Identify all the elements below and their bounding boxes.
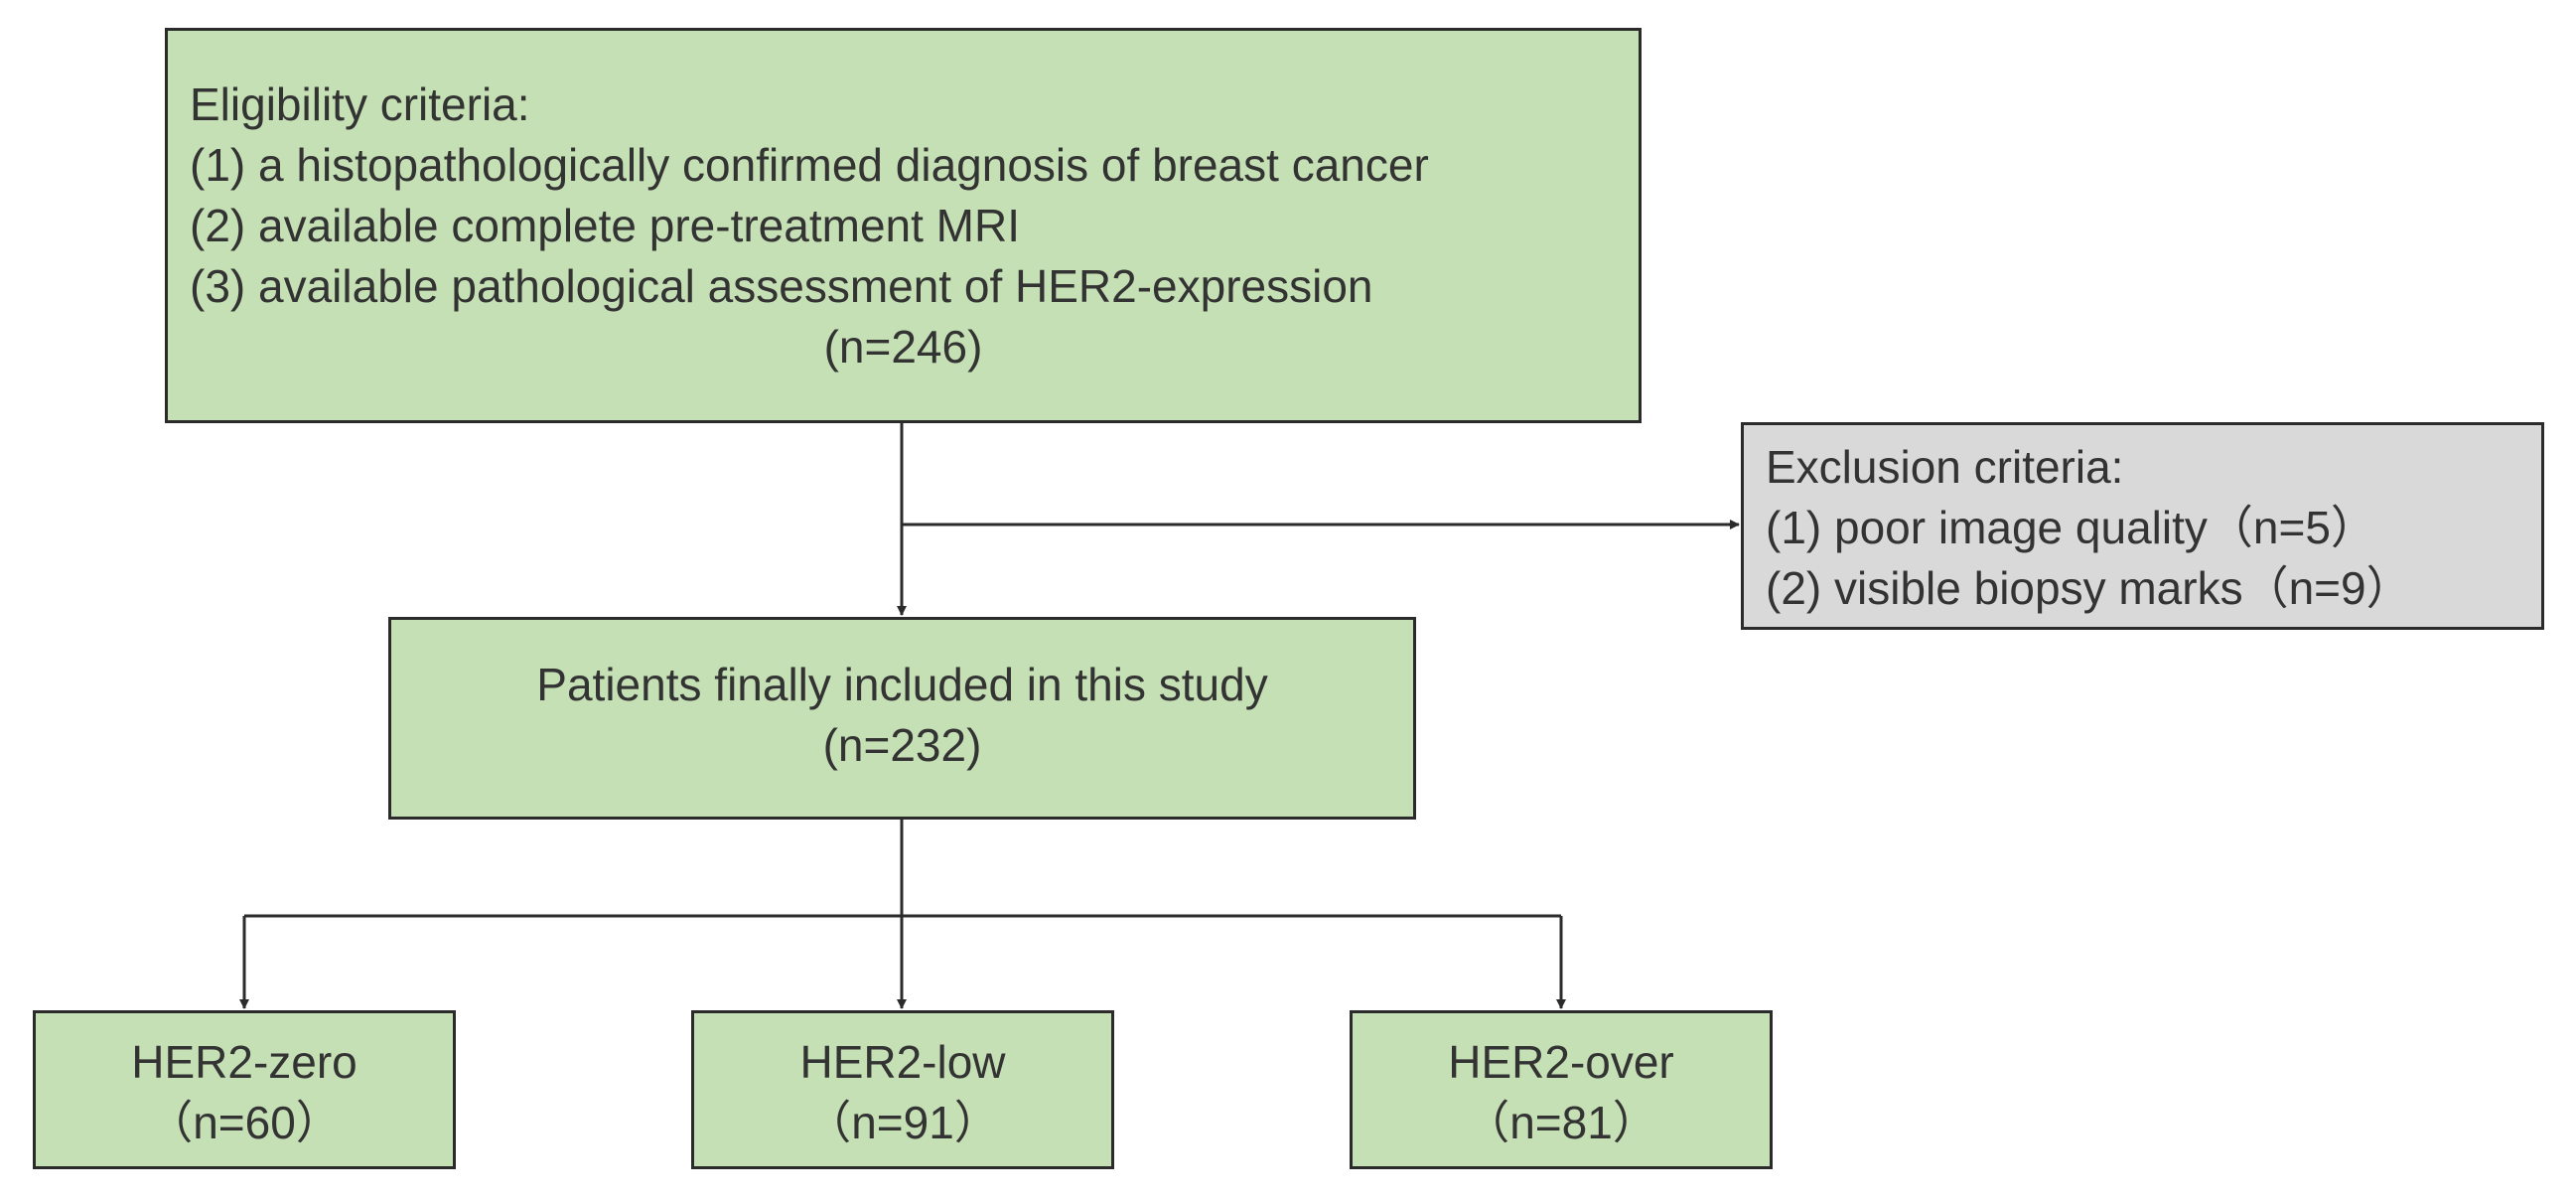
eligibility-count: (n=246) xyxy=(823,321,983,373)
her2-over-count: （n=81） xyxy=(1464,1097,1658,1148)
eligibility-title: Eligibility criteria: xyxy=(190,78,530,130)
included-patients-box: Patients finally included in this study … xyxy=(388,617,1416,820)
exclusion-criteria-box: Exclusion criteria: (1) poor image quali… xyxy=(1741,422,2544,630)
eligibility-criterion-1: (1) a histopathologically confirmed diag… xyxy=(190,139,1429,191)
her2-over-label: HER2-over xyxy=(1448,1036,1674,1088)
included-count: (n=232) xyxy=(822,719,982,771)
exclusion-title: Exclusion criteria: xyxy=(1766,441,2124,493)
eligibility-criterion-2: (2) available complete pre-treatment MRI xyxy=(190,200,1020,251)
exclusion-criterion-1: (1) poor image quality（n=5） xyxy=(1766,502,2376,553)
her2-low-count: （n=91） xyxy=(805,1097,1000,1148)
included-label: Patients finally included in this study xyxy=(536,659,1268,710)
her2-low-label: HER2-low xyxy=(799,1036,1006,1088)
her2-low-box: HER2-low （n=91） xyxy=(691,1010,1114,1169)
eligibility-criterion-3: (3) available pathological assessment of… xyxy=(190,260,1373,312)
her2-zero-label: HER2-zero xyxy=(131,1036,358,1088)
exclusion-criterion-2: (2) visible biopsy marks（n=9） xyxy=(1766,562,2412,614)
her2-zero-box: HER2-zero （n=60） xyxy=(33,1010,456,1169)
her2-over-box: HER2-over （n=81） xyxy=(1350,1010,1773,1169)
eligibility-criteria-box: Eligibility criteria: (1) a histopatholo… xyxy=(165,28,1642,423)
her2-zero-count: （n=60） xyxy=(147,1097,342,1148)
